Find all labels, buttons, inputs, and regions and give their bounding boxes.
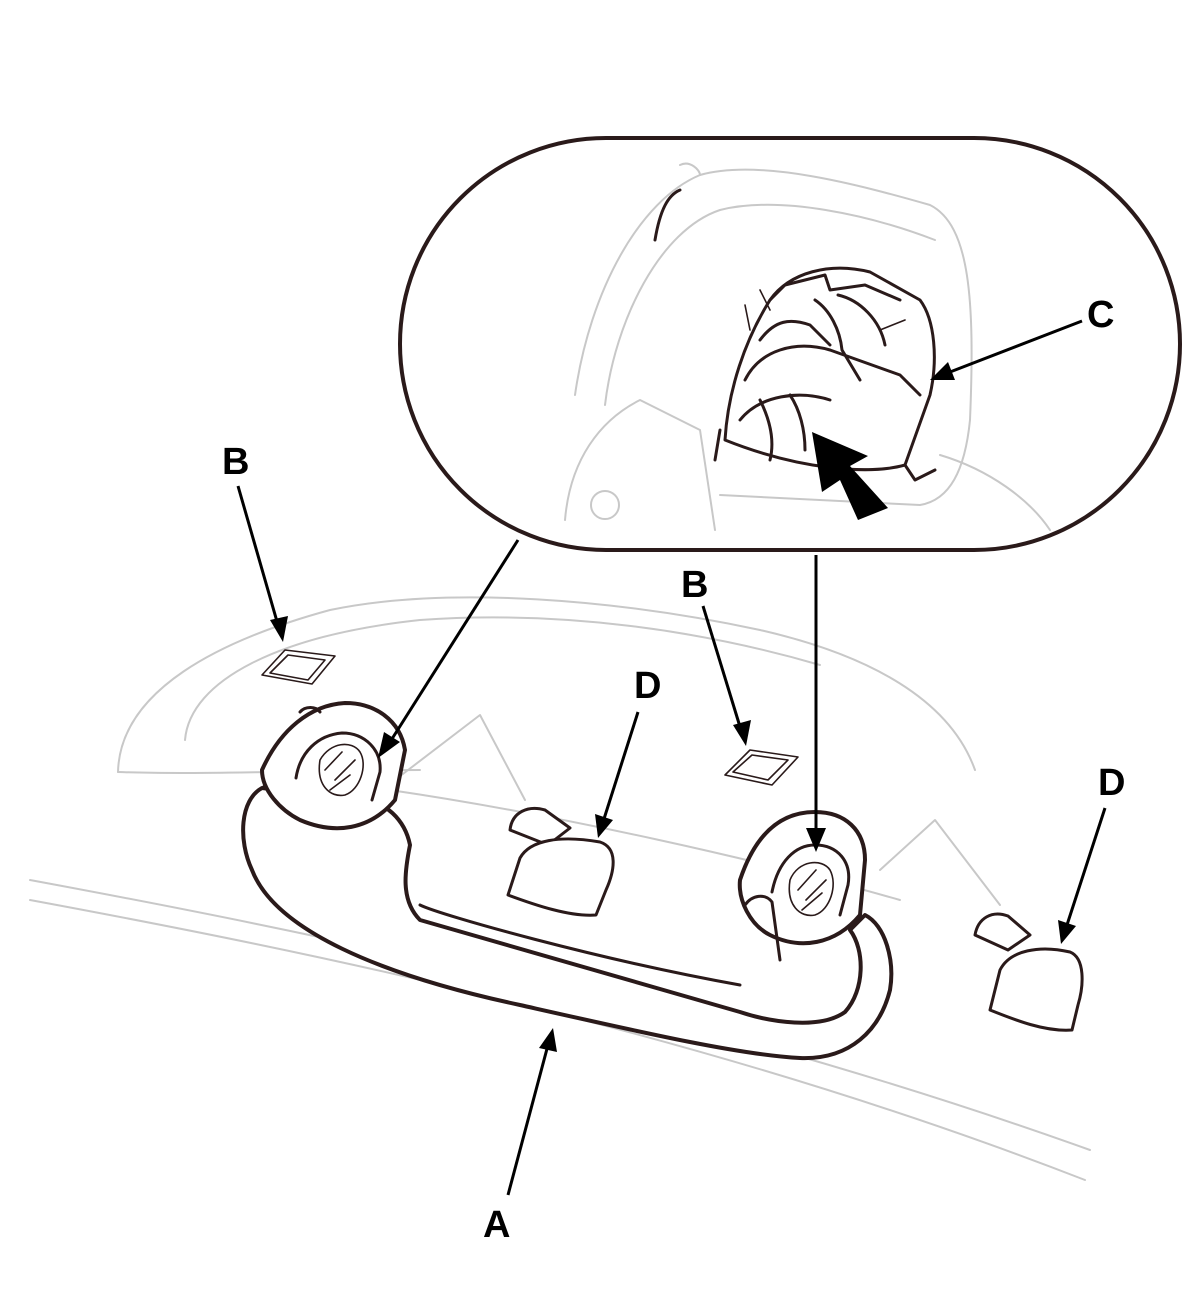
label-b-left: B [222, 441, 249, 483]
inset-leader-lines [378, 539, 826, 852]
headliner-background [29, 596, 1091, 1181]
clip-slot-right [724, 749, 799, 786]
grab-handle [241, 701, 894, 1061]
cover-cap-right [973, 912, 1084, 1032]
diagram-labels: B B C D D A [222, 294, 1125, 1246]
label-d-right: D [1098, 762, 1125, 804]
clip-slot-left [261, 649, 336, 685]
label-a: A [483, 1204, 510, 1246]
detail-inset [398, 136, 1182, 552]
label-b-right: B [681, 564, 708, 606]
cover-cap-middle [506, 806, 615, 917]
callout-arrows [236, 319, 1107, 1196]
label-c: C [1087, 294, 1114, 336]
label-d-middle: D [634, 665, 661, 707]
